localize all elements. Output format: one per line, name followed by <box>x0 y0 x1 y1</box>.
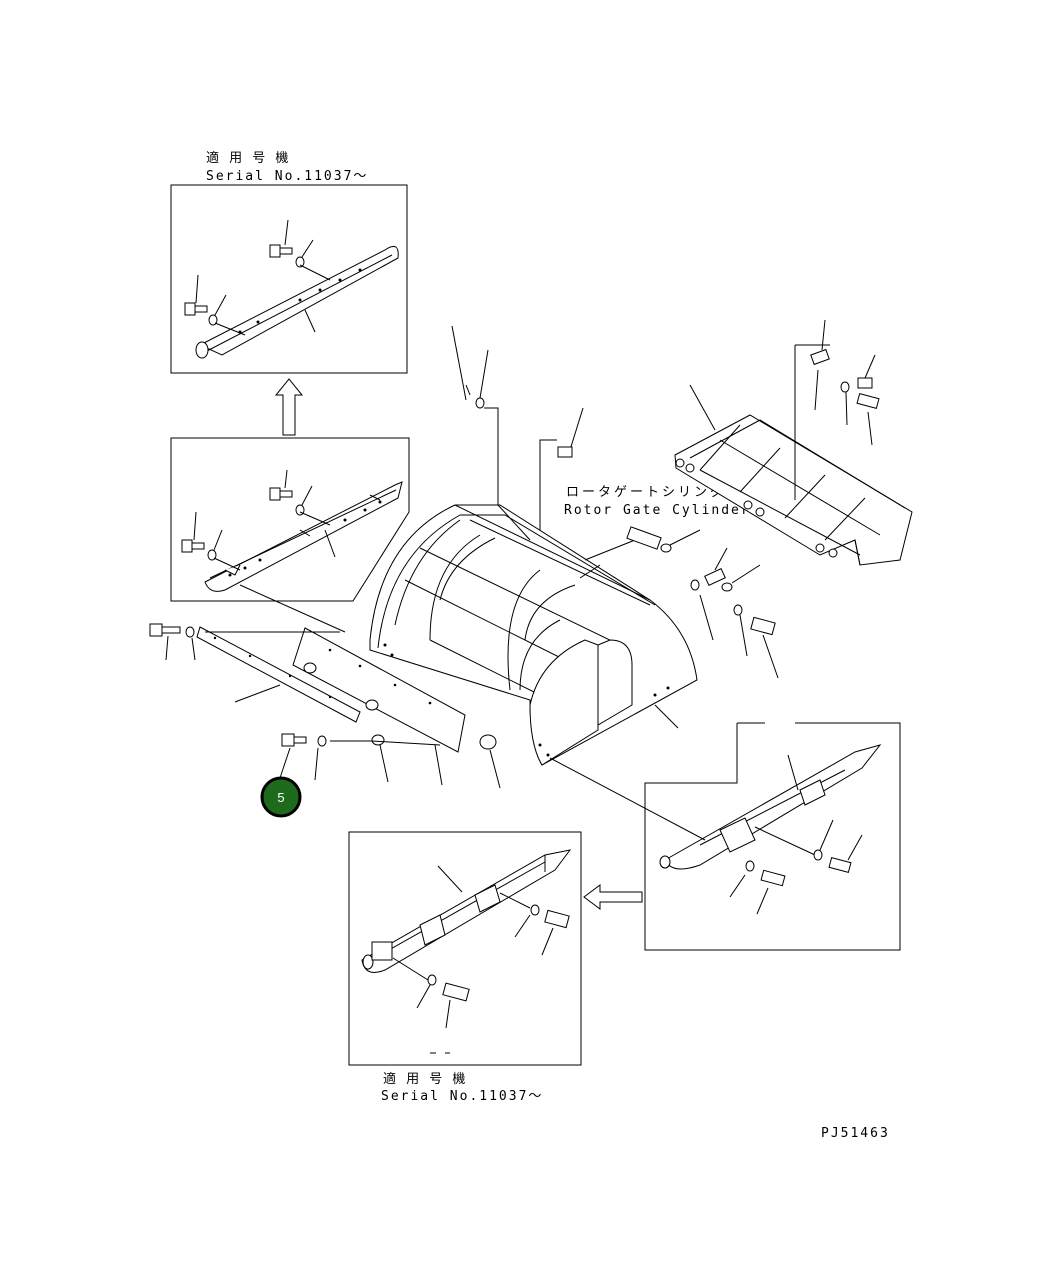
nut-3 <box>371 734 385 746</box>
middle-left-inset <box>170 437 410 633</box>
top-inset-bolt-2 <box>184 302 208 316</box>
middle-left-washer-2 <box>207 549 217 561</box>
cap <box>479 734 497 750</box>
callout-badge[interactable] <box>260 776 302 818</box>
up-arrow <box>274 378 304 436</box>
left-arrow <box>583 884 643 910</box>
liner-strip <box>196 626 361 723</box>
right-pins <box>654 547 779 729</box>
rotor-gate-cylinder <box>579 526 701 579</box>
drawing-number: PJ51463 <box>821 1126 890 1141</box>
top-inset-washer-2 <box>208 314 218 326</box>
bolt-left-2 <box>281 733 307 747</box>
bolt-left-1 <box>149 623 181 637</box>
washer-left-2 <box>317 735 327 747</box>
top-pins <box>451 325 584 541</box>
grille-frame <box>674 319 913 566</box>
middle-left-bolt-2 <box>181 539 205 553</box>
nut-1 <box>303 662 317 674</box>
rotor-gate-cylinder-en-label: Rotor Gate Cylinder <box>564 503 751 518</box>
bottom-inset-serial-label: Serial No.11037～ <box>381 1089 543 1104</box>
right-inset-leader <box>549 757 706 841</box>
callout-number: 5 <box>277 790 284 805</box>
bottom-inset: 適 用 号 機 Serial No.11037～ <box>348 831 582 1104</box>
bottom-inset-applicability-label: 適 用 号 機 <box>383 1071 468 1087</box>
washer-left-1 <box>185 626 195 638</box>
top-inset-bolt-1 <box>269 244 293 258</box>
rotor-cover <box>369 504 698 766</box>
rotor-gate-cylinder-jp-label: ロータゲートシリンダ <box>566 485 726 500</box>
nut-2 <box>365 699 379 711</box>
middle-left-inset-frame <box>170 437 410 602</box>
middle-left-bolt-1 <box>269 487 293 501</box>
right-inset <box>644 722 901 951</box>
top-inset-serial-label: Serial No.11037～ <box>206 169 368 184</box>
bottom-inset-frame <box>348 831 582 1066</box>
liner-plate <box>292 627 466 753</box>
top-inset: 適 用 号 機 Serial No.11037～ <box>170 150 408 374</box>
middle-left-inset-rail <box>204 481 403 592</box>
top-inset-applicability-label: 適 用 号 機 <box>206 150 291 166</box>
top-inset-washer-1 <box>295 256 305 268</box>
top-inset-frame <box>170 184 408 374</box>
callout-5[interactable]: 5 <box>260 776 302 818</box>
